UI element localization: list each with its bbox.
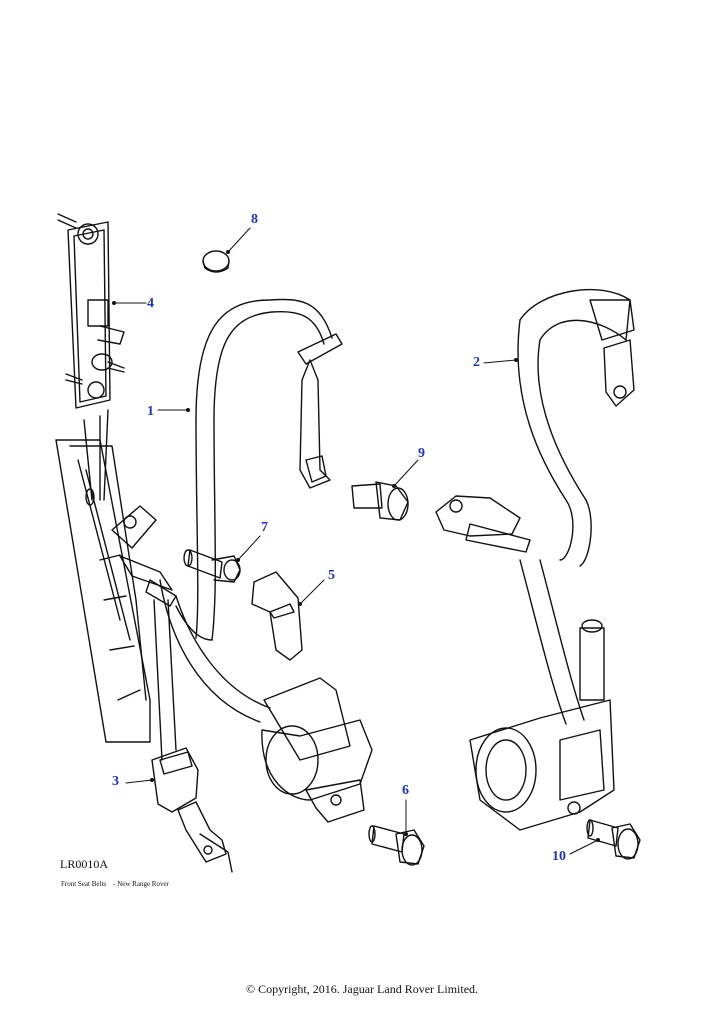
illustration-reference-code: LR0010A bbox=[60, 857, 108, 871]
trim-cap-part-8 bbox=[202, 250, 230, 273]
callout-4[interactable]: 4 bbox=[147, 296, 154, 311]
bolt-part-10 bbox=[586, 819, 641, 860]
bolt-part-6 bbox=[368, 825, 425, 866]
illustration-caption: Front Seat Belts - New Range Rover bbox=[61, 880, 169, 888]
callout-8[interactable]: 8 bbox=[251, 212, 258, 227]
callout-10[interactable]: 10 bbox=[552, 849, 566, 864]
seat-belt-assembly-part-2 bbox=[435, 288, 635, 831]
callout-2[interactable]: 2 bbox=[473, 355, 480, 370]
callout-6[interactable]: 6 bbox=[402, 783, 409, 798]
caption-title: Front Seat Belts bbox=[61, 880, 107, 888]
caption-model: - New Range Rover bbox=[113, 880, 169, 888]
buckle-part-3 bbox=[151, 599, 233, 873]
copyright-notice: © Copyright, 2016. Jaguar Land Rover Lim… bbox=[245, 982, 479, 996]
callout-1[interactable]: 1 bbox=[147, 404, 154, 419]
callout-9[interactable]: 9 bbox=[418, 446, 425, 461]
b-pillar-trim bbox=[55, 439, 151, 743]
leader-lines bbox=[112, 227, 600, 855]
callout-7[interactable]: 7 bbox=[261, 520, 268, 535]
callout-3[interactable]: 3 bbox=[112, 774, 119, 789]
bracket-part-5 bbox=[251, 571, 303, 661]
bolt-part-7 bbox=[183, 549, 241, 583]
bolt-part-9 bbox=[351, 481, 409, 521]
seat-belt-assembly-part-1 bbox=[111, 298, 373, 823]
callout-5[interactable]: 5 bbox=[328, 568, 335, 583]
height-adjuster-part-4 bbox=[57, 213, 125, 501]
